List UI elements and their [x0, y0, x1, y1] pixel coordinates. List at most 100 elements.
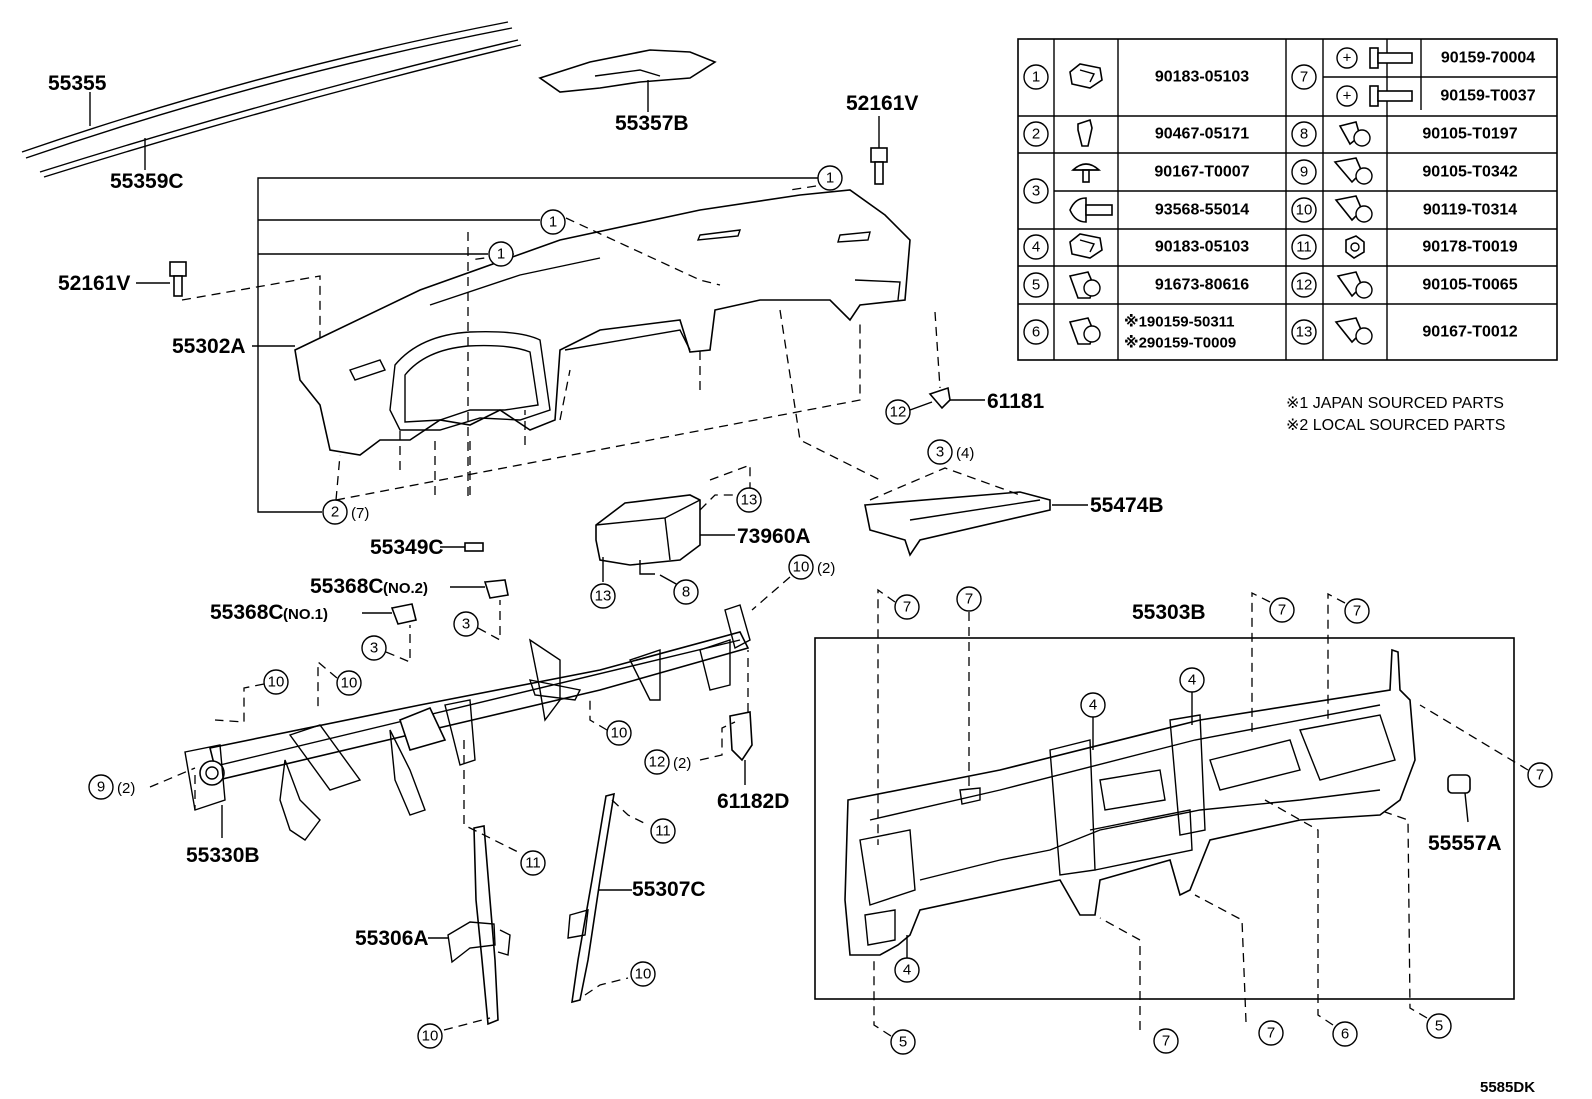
callout-3-left: 3 — [361, 625, 411, 663]
table-key-10: 10 — [1291, 197, 1317, 223]
svg-text:4: 4 — [1188, 672, 1196, 689]
table-part-1: 90183-05103 — [1155, 69, 1249, 86]
part-label-55359c: 55359C — [110, 170, 184, 193]
table-part-11: 90178-T0019 — [1422, 239, 1517, 256]
part-55557a-plug — [1447, 774, 1471, 823]
callout-1a: 1 — [817, 165, 843, 191]
table-key-3: 3 — [1023, 178, 1049, 204]
part-55474b-panel — [864, 467, 1088, 557]
svg-text:(2): (2) — [117, 780, 135, 797]
table-part-3a: 90167-T0007 — [1154, 164, 1249, 181]
svg-text:(2): (2) — [817, 560, 835, 577]
push-clip-icon — [1077, 118, 1093, 147]
screw-icon-3a — [1070, 163, 1102, 183]
svg-text:4: 4 — [1032, 239, 1040, 256]
callout-7-e: 7 — [1419, 704, 1553, 788]
callout-7-b: 7 — [956, 586, 982, 790]
screw-icon-7b — [1369, 85, 1413, 107]
bolt-icon-13 — [1334, 317, 1373, 345]
bolt-icon-8 — [1338, 121, 1371, 147]
svg-text:7: 7 — [1162, 1033, 1170, 1050]
part-label-73960a: 73960A — [737, 525, 811, 548]
part-52161v-top-clip — [870, 116, 888, 185]
table-key-12: 12 — [1291, 272, 1317, 298]
table-part-3b: 93568-55014 — [1155, 202, 1249, 219]
fastener-table — [1017, 38, 1558, 361]
screw-icon-7a — [1369, 47, 1413, 69]
part-55306a-brace — [428, 740, 519, 1031]
note-japan-sourced: ※1 JAPAN SOURCED PARTS — [1286, 395, 1504, 412]
svg-text:12: 12 — [1296, 277, 1313, 294]
part-label-55357b: 55357B — [615, 112, 689, 135]
svg-text:6: 6 — [1341, 1026, 1349, 1043]
svg-text:10: 10 — [1296, 202, 1313, 219]
callout-13-top: 13 — [736, 487, 762, 513]
svg-text:12: 12 — [649, 754, 666, 771]
svg-text:10: 10 — [793, 559, 810, 576]
svg-text:13: 13 — [741, 492, 758, 509]
callout-10-a: 10 — [214, 669, 289, 723]
note-local-sourced: ※2 LOCAL SOURCED PARTS — [1286, 417, 1505, 434]
table-key-5: 5 — [1023, 272, 1049, 298]
part-label-55368c-no2: 55368C — [310, 575, 384, 598]
part-55349c — [440, 542, 484, 552]
callout-5-b: 5 — [1384, 811, 1452, 1039]
svg-text:10: 10 — [422, 1028, 439, 1045]
subassembly-box-55303b — [814, 637, 1515, 1000]
svg-text:11: 11 — [525, 855, 541, 872]
callout-10-top: 10 (2) — [751, 554, 835, 611]
svg-text:11: 11 — [655, 823, 671, 840]
table-key-4: 4 — [1023, 234, 1049, 260]
callout-4-a: 4 — [1080, 692, 1106, 750]
svg-text:10: 10 — [341, 675, 358, 692]
svg-text:13: 13 — [1296, 324, 1313, 341]
svg-text:10: 10 — [268, 674, 285, 691]
table-key-2: 2 — [1023, 121, 1049, 147]
callout-10-b: 10 — [317, 660, 362, 710]
part-label-61181: 61181 — [987, 390, 1045, 413]
table-part-8: 90105-T0197 — [1422, 126, 1517, 143]
part-label-55355: 55355 — [48, 72, 107, 95]
callout-8: 8 — [659, 574, 699, 605]
svg-text:8: 8 — [682, 584, 690, 601]
table-part-4: 90183-05103 — [1155, 239, 1249, 256]
table-key-8: 8 — [1291, 121, 1317, 147]
svg-text:6: 6 — [1032, 324, 1040, 341]
callout-10-c: 10 — [589, 700, 632, 746]
part-label-55330b: 55330B — [186, 844, 260, 867]
part-55303b-frame — [844, 648, 1416, 956]
table-key-7: 7 — [1291, 64, 1317, 90]
svg-text:1: 1 — [497, 246, 505, 263]
table-part-5: 91673-80616 — [1155, 277, 1249, 294]
callout-4-b: 4 — [1179, 667, 1205, 725]
svg-text:12: 12 — [890, 404, 907, 421]
bolt-icon-10 — [1334, 195, 1373, 223]
part-label-55306a: 55306A — [355, 927, 429, 950]
table-part-7b: 90159-T0037 — [1440, 88, 1535, 105]
svg-text:1: 1 — [549, 214, 557, 231]
callout-11-a: 11 — [650, 818, 676, 844]
clip-nut-icon-4 — [1069, 233, 1103, 259]
callout-3-top: 3 (4) — [927, 439, 974, 465]
svg-text:2: 2 — [331, 504, 339, 521]
svg-text:4: 4 — [1089, 697, 1097, 714]
svg-text:9: 9 — [1300, 164, 1308, 181]
part-label-55474b: 55474B — [1090, 494, 1164, 517]
svg-text:3: 3 — [1032, 183, 1040, 200]
callout-7-g: 7 — [1194, 894, 1284, 1046]
svg-text:10: 10 — [635, 966, 652, 983]
callout-5-a: 5 — [873, 955, 916, 1055]
instrument-panel-55302a — [252, 189, 911, 456]
svg-text:(2): (2) — [673, 755, 691, 772]
part-55368c-no1 — [362, 603, 417, 625]
callout-7-d: 7 — [1327, 592, 1370, 720]
bolt-icon-6 — [1068, 317, 1101, 345]
svg-text:7: 7 — [1267, 1025, 1275, 1042]
svg-text:7: 7 — [903, 599, 911, 616]
part-label-55302a: 55302A — [172, 335, 246, 358]
part-55368c-no2 — [450, 579, 509, 599]
part-55357b-pad — [538, 49, 717, 112]
callout-11-b: 11 — [520, 850, 546, 876]
svg-text:1: 1 — [1032, 69, 1040, 86]
part-label-55303b: 55303B — [1132, 601, 1206, 624]
